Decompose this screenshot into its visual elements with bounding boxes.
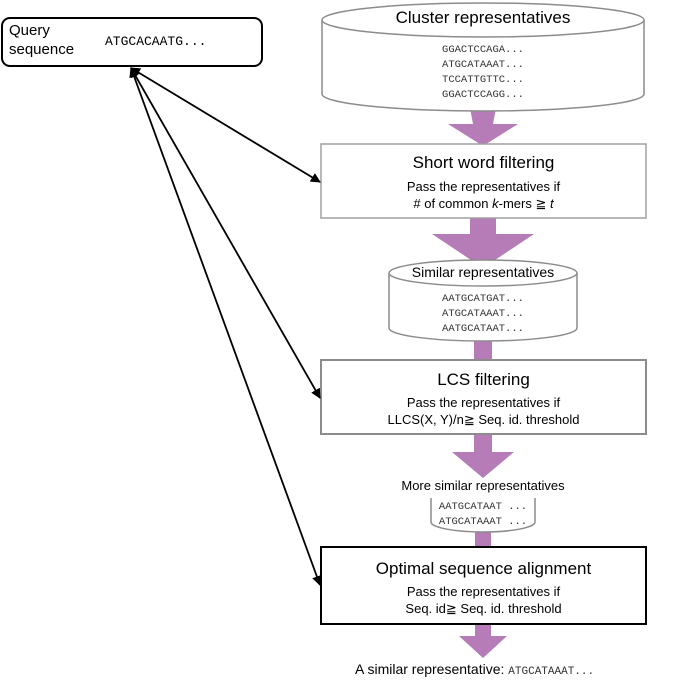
cluster-seq-1: GGACTCCAGA... xyxy=(442,44,524,56)
more-similar-seq-2: ATGCATAAAT ... xyxy=(438,516,528,528)
connector-arrows xyxy=(129,67,322,586)
short-word-line2: # of common k-mers ≧ t xyxy=(321,195,646,212)
lcs-line1: Pass the representatives if xyxy=(406,395,561,410)
flow-arrow-3 xyxy=(474,340,492,362)
result-label: A similar representative: xyxy=(355,661,509,677)
more-similar-title: More similar representatives xyxy=(401,478,565,493)
connector-lcs xyxy=(130,67,321,399)
flow-arrow-1 xyxy=(448,108,518,146)
similar-seq-3: AATGCATAAT... xyxy=(442,323,524,335)
optimal-line2: Seq. id≧ Seq. id. threshold xyxy=(405,601,562,616)
query-sequence: ATGCACAATG... xyxy=(105,34,207,49)
short-word-t: t xyxy=(549,196,554,211)
cluster-sequence-list: GGACTCCAGA... ATGCATAAAT... TCCATTGTTC..… xyxy=(322,43,644,103)
result-sequence: ATGCATAAAT... xyxy=(508,666,595,678)
optimal-line1: Pass the representatives if xyxy=(406,584,561,599)
similar-title: Similar representatives xyxy=(411,264,555,280)
connector-short-word xyxy=(130,67,321,183)
more-similar-container xyxy=(430,498,536,533)
optimal-title: Optimal sequence alignment xyxy=(375,559,592,578)
query-box xyxy=(1,17,263,67)
flow-arrow-5 xyxy=(475,530,491,548)
connector-optimal xyxy=(129,67,322,586)
flow-arrows xyxy=(432,108,534,658)
similar-seq-2: ATGCATAAAT... xyxy=(442,308,524,320)
similar-cylinder xyxy=(388,259,578,342)
flow-arrow-6 xyxy=(459,622,507,658)
more-similar-sequence-list: AATGCATAAT ... ATGCATAAAT ... xyxy=(431,500,535,530)
query-label: Query sequence xyxy=(9,21,74,59)
query-label-line2: sequence xyxy=(9,41,75,58)
cluster-seq-4: GGACTCCAGG... xyxy=(442,89,524,101)
short-word-k: k xyxy=(492,196,499,211)
short-word-line2-prefix: # of common xyxy=(413,196,493,211)
similar-seq-1: AATGCATGAT... xyxy=(442,293,524,305)
flow-arrow-4 xyxy=(452,432,514,478)
flow-arrow-2 xyxy=(432,216,534,268)
query-label-line1: Query xyxy=(9,22,50,39)
cluster-seq-3: TCCATTGTTC... xyxy=(442,74,524,86)
lcs-line2: LLCS(X, Y)/n≧ Seq. id. threshold xyxy=(387,412,580,427)
similar-sequence-list: AATGCATGAT... ATGCATAAAT... AATGCATAAT..… xyxy=(389,292,577,337)
cluster-cylinder xyxy=(321,2,645,112)
cluster-title: Cluster representatives xyxy=(395,8,571,27)
result-line: A similar representative: ATGCATAAAT... xyxy=(355,661,594,678)
short-word-line1: Pass the representatives if xyxy=(406,179,561,194)
short-word-line2-mid: -mers ≧ xyxy=(498,196,550,211)
lcs-title: LCS filtering xyxy=(437,370,530,389)
cluster-seq-2: ATGCATAAAT... xyxy=(442,59,524,71)
more-similar-seq-1: AATGCATAAT ... xyxy=(438,501,528,513)
short-word-title: Short word filtering xyxy=(412,153,555,172)
